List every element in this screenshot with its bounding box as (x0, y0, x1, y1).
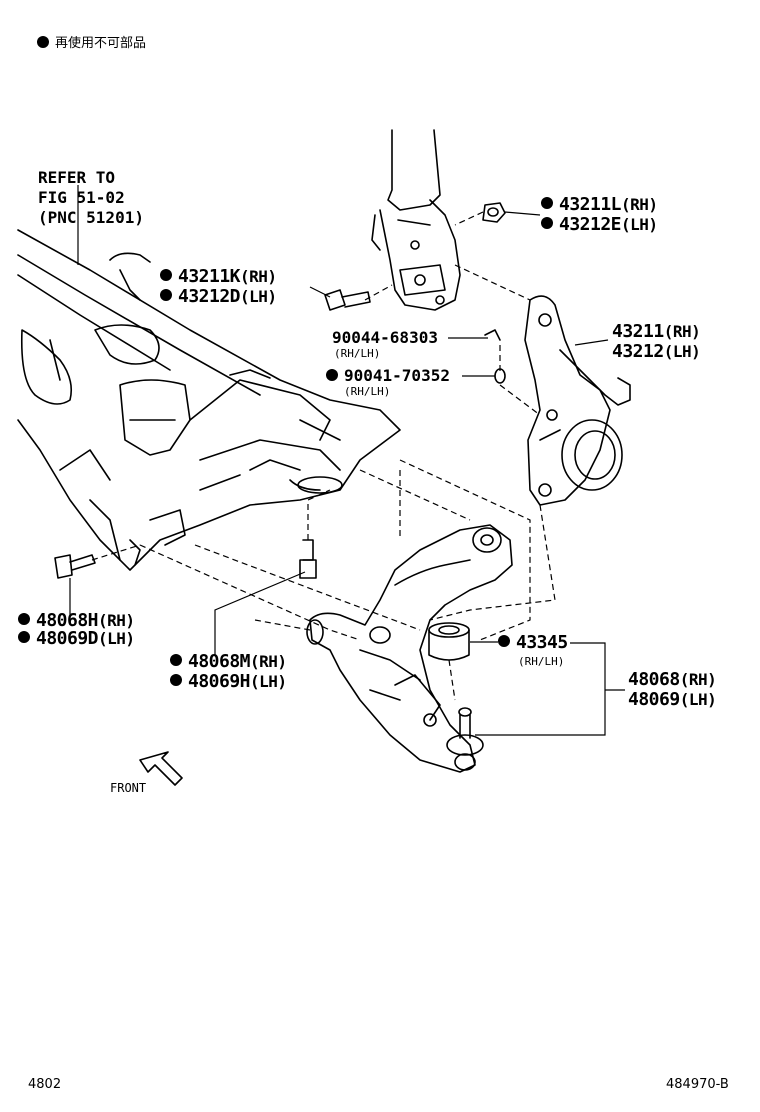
bolt-48068h (54, 554, 96, 579)
part-label-43212d[interactable]: 43212D(LH) (160, 288, 277, 306)
nut-90041 (494, 368, 506, 384)
reusable-dot-icon (18, 631, 30, 643)
leader-lines (69, 185, 625, 736)
steering-knuckle (524, 295, 631, 506)
part-side: (RH) (250, 652, 287, 671)
part-number: 90041-70352 (344, 366, 450, 385)
part-number: 48069H (188, 671, 251, 692)
part-label-43211l[interactable]: 43211L(RH) (541, 196, 658, 214)
part-number: 48069 (628, 689, 680, 710)
part-side: (RH) (240, 267, 277, 286)
footer-left-code: 4802 (28, 1077, 62, 1092)
suspension-crossmember (17, 229, 401, 571)
reusable-dot-icon (170, 654, 182, 666)
footer-right-code: 484970-B (666, 1077, 729, 1092)
part-number: 43212D (178, 286, 241, 307)
refer-note[interactable]: REFER TO FIG 51-02 (PNC 51201) (38, 168, 144, 228)
front-arrow (139, 751, 183, 786)
pin-90044 (484, 329, 501, 341)
part-side: (RH) (98, 611, 135, 630)
part-label-43211[interactable]: 43211(RH) (612, 321, 701, 342)
part-number: 43211 (612, 321, 664, 342)
part-number: 43212 (612, 341, 664, 362)
lower-control-arm (306, 524, 513, 773)
reusable-dot-icon (541, 197, 553, 209)
front-label: FRONT (110, 781, 147, 795)
part-label-48068m[interactable]: 48068M(RH) (170, 653, 287, 671)
part-side: (LH) (663, 342, 701, 361)
reusable-dot-icon (160, 269, 172, 281)
bushing (428, 622, 470, 661)
part-label-48069d[interactable]: 48069D(LH) (18, 630, 135, 648)
part-label-43212e[interactable]: 43212E(LH) (541, 216, 658, 234)
reusable-dot-icon (326, 368, 338, 381)
part-number: 48068H (36, 610, 99, 631)
part-side-90044: (RH/LH) (334, 347, 381, 360)
reusable-dot-icon (541, 217, 553, 229)
bolt-48068m (299, 539, 317, 579)
part-label-90044-68303[interactable]: 90044-68303 (332, 328, 438, 347)
part-side-43345: (RH/LH) (518, 655, 565, 668)
nut-43211l (482, 202, 506, 223)
reusable-dot-icon (37, 35, 49, 48)
strut-assembly (371, 129, 461, 311)
part-label-43212[interactable]: 43212(LH) (612, 341, 701, 362)
part-number: 43211L (559, 194, 622, 215)
refer-line-3: (PNC 51201) (38, 208, 144, 227)
part-label-90041-70352[interactable]: 90041-70352 (326, 368, 450, 384)
part-side: (LH) (98, 629, 135, 648)
reusable-dot-icon (170, 674, 182, 686)
part-side: (RH) (679, 670, 717, 689)
bolt-43211k (324, 289, 371, 311)
part-number: 43345 (516, 632, 568, 653)
part-number: 43212E (559, 214, 622, 235)
part-number: 48068M (188, 651, 251, 672)
assembly-lines (91, 211, 556, 701)
part-side: (LH) (679, 690, 717, 709)
part-label-48068h[interactable]: 48068H(RH) (18, 612, 135, 630)
refer-line-1: REFER TO (38, 168, 116, 187)
part-number: 43211K (178, 266, 241, 287)
refer-line-2: FIG 51-02 (38, 188, 125, 207)
part-side: (RH) (663, 322, 701, 341)
part-side: (LH) (621, 215, 658, 234)
part-label-43211k[interactable]: 43211K(RH) (160, 268, 277, 286)
reusable-dot-icon (160, 289, 172, 301)
part-label-48069[interactable]: 48069(LH) (628, 689, 717, 710)
ball-joint (446, 707, 484, 771)
reusable-dot-icon (498, 635, 510, 647)
part-side-90041: (RH/LH) (344, 385, 391, 398)
part-side: (RH) (621, 195, 658, 214)
part-number: 48068 (628, 669, 680, 690)
part-side: (LH) (250, 672, 287, 691)
reusable-dot-icon (18, 613, 30, 625)
legend-text: 再使用不可部品 (55, 36, 147, 51)
part-label-48069h[interactable]: 48069H(LH) (170, 673, 287, 691)
part-number: 48069D (36, 628, 99, 649)
part-side: (LH) (240, 287, 277, 306)
part-label-43345[interactable]: 43345 (498, 634, 568, 652)
legend: 再使用不可部品 (37, 35, 147, 51)
part-label-48068[interactable]: 48068(RH) (628, 669, 717, 690)
